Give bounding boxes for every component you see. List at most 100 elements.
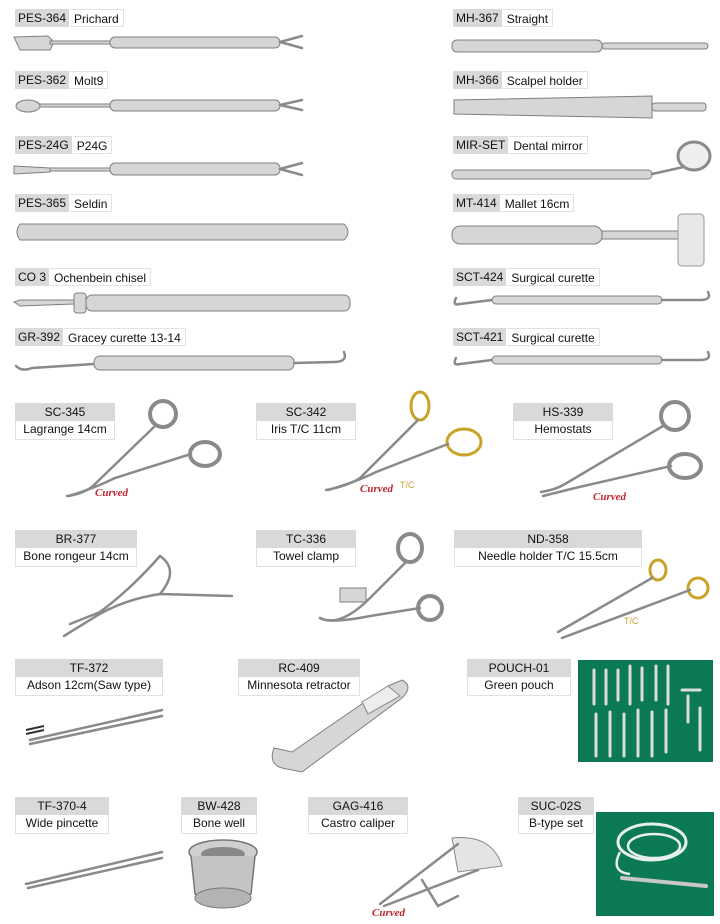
product-name: Molt9 (70, 71, 109, 89)
product-name: Seldin (70, 194, 113, 212)
product-code: MT-414 (453, 194, 501, 212)
bone-rongeur-image (62, 554, 234, 638)
product-code: PES-24G (15, 136, 73, 154)
product-code: SC-345 (15, 403, 115, 421)
product-name: Mallet 16cm (500, 194, 575, 212)
product-code: POUCH-01 (467, 659, 571, 677)
product-code: SCT-421 (453, 328, 508, 346)
product-name: Prichard (70, 9, 124, 27)
tc-badge: T/C (400, 480, 415, 490)
product-code: SCT-424 (453, 268, 508, 286)
product-name: Towel clamp (256, 548, 356, 567)
product-name: Bone well (181, 815, 257, 834)
bone-well-image (188, 839, 258, 909)
chisel-image (12, 292, 351, 314)
product-name: Lagrange 14cm (15, 421, 115, 440)
product-name: Bone rongeur 14cm (15, 548, 137, 567)
product-code: ND-358 (454, 530, 642, 548)
product-code: BW-428 (181, 797, 257, 815)
towel-clamp-image (318, 532, 444, 622)
product-code: TF-370-4 (15, 797, 109, 815)
curette-image (14, 350, 347, 371)
curette-image (453, 350, 711, 366)
green-pouch-image (578, 660, 713, 762)
product-name: Ochenbein chisel (50, 268, 152, 286)
castro-caliper-image: Curved (372, 837, 503, 919)
product-code: PES-364 (15, 9, 71, 27)
product-name: Gracey curette 13-14 (64, 328, 186, 346)
product-code: CO 3 (15, 268, 51, 286)
elevator-image (13, 161, 304, 177)
elevator-image (13, 34, 304, 51)
dental-mirror-image (451, 140, 712, 180)
product-name: Scalpel holder (502, 71, 588, 89)
product-code: GAG-416 (308, 797, 408, 815)
tc-badge: T/C (624, 616, 639, 626)
product-code: MIR-SET (453, 136, 510, 154)
retractor-image (271, 679, 409, 773)
product-code: TC-336 (256, 530, 356, 548)
product-code: GR-392 (15, 328, 65, 346)
curved-badge: Curved (95, 487, 129, 499)
product-code: RC-409 (238, 659, 360, 677)
suction-set-image (596, 812, 714, 916)
product-code: MH-366 (453, 71, 503, 89)
product-name: Adson 12cm(Saw type) (15, 677, 163, 696)
product-name: P24G (72, 136, 113, 154)
curved-badge: Curved (372, 907, 406, 919)
product-name: Surgical curette (507, 328, 600, 346)
hemostat-image: Curved (539, 400, 703, 503)
pincette-image (24, 850, 164, 890)
scalpel-handle-image (451, 39, 709, 53)
elevator-image (15, 98, 304, 113)
product-name: Iris T/C 11cm (256, 421, 356, 440)
product-name: Surgical curette (507, 268, 600, 286)
product-code: MH-367 (453, 9, 503, 27)
product-name: Wide pincette (15, 815, 109, 834)
curved-badge: Curved (360, 483, 394, 495)
product-name: Castro caliper (308, 815, 408, 834)
product-code: SUC-02S (518, 797, 594, 815)
product-name: Hemostats (513, 421, 613, 440)
iris-scissors-image: Curved T/C (324, 390, 483, 495)
curette-image (453, 290, 711, 306)
scissors-image: Curved (65, 399, 222, 499)
product-name: Minnesota retractor (238, 677, 360, 696)
product-name: Straight (502, 9, 554, 27)
product-code: SC-342 (256, 403, 356, 421)
product-name: Needle holder T/C 15.5cm (454, 548, 642, 567)
product-code: TF-372 (15, 659, 163, 677)
seldin-elevator-image (16, 223, 349, 241)
product-name: Dental mirror (509, 136, 588, 154)
mallet-image (451, 213, 705, 267)
product-code: PES-362 (15, 71, 71, 89)
product-code: BR-377 (15, 530, 137, 548)
adson-forceps-image (25, 708, 164, 746)
product-code: PES-365 (15, 194, 71, 212)
product-name: Green pouch (467, 677, 571, 696)
